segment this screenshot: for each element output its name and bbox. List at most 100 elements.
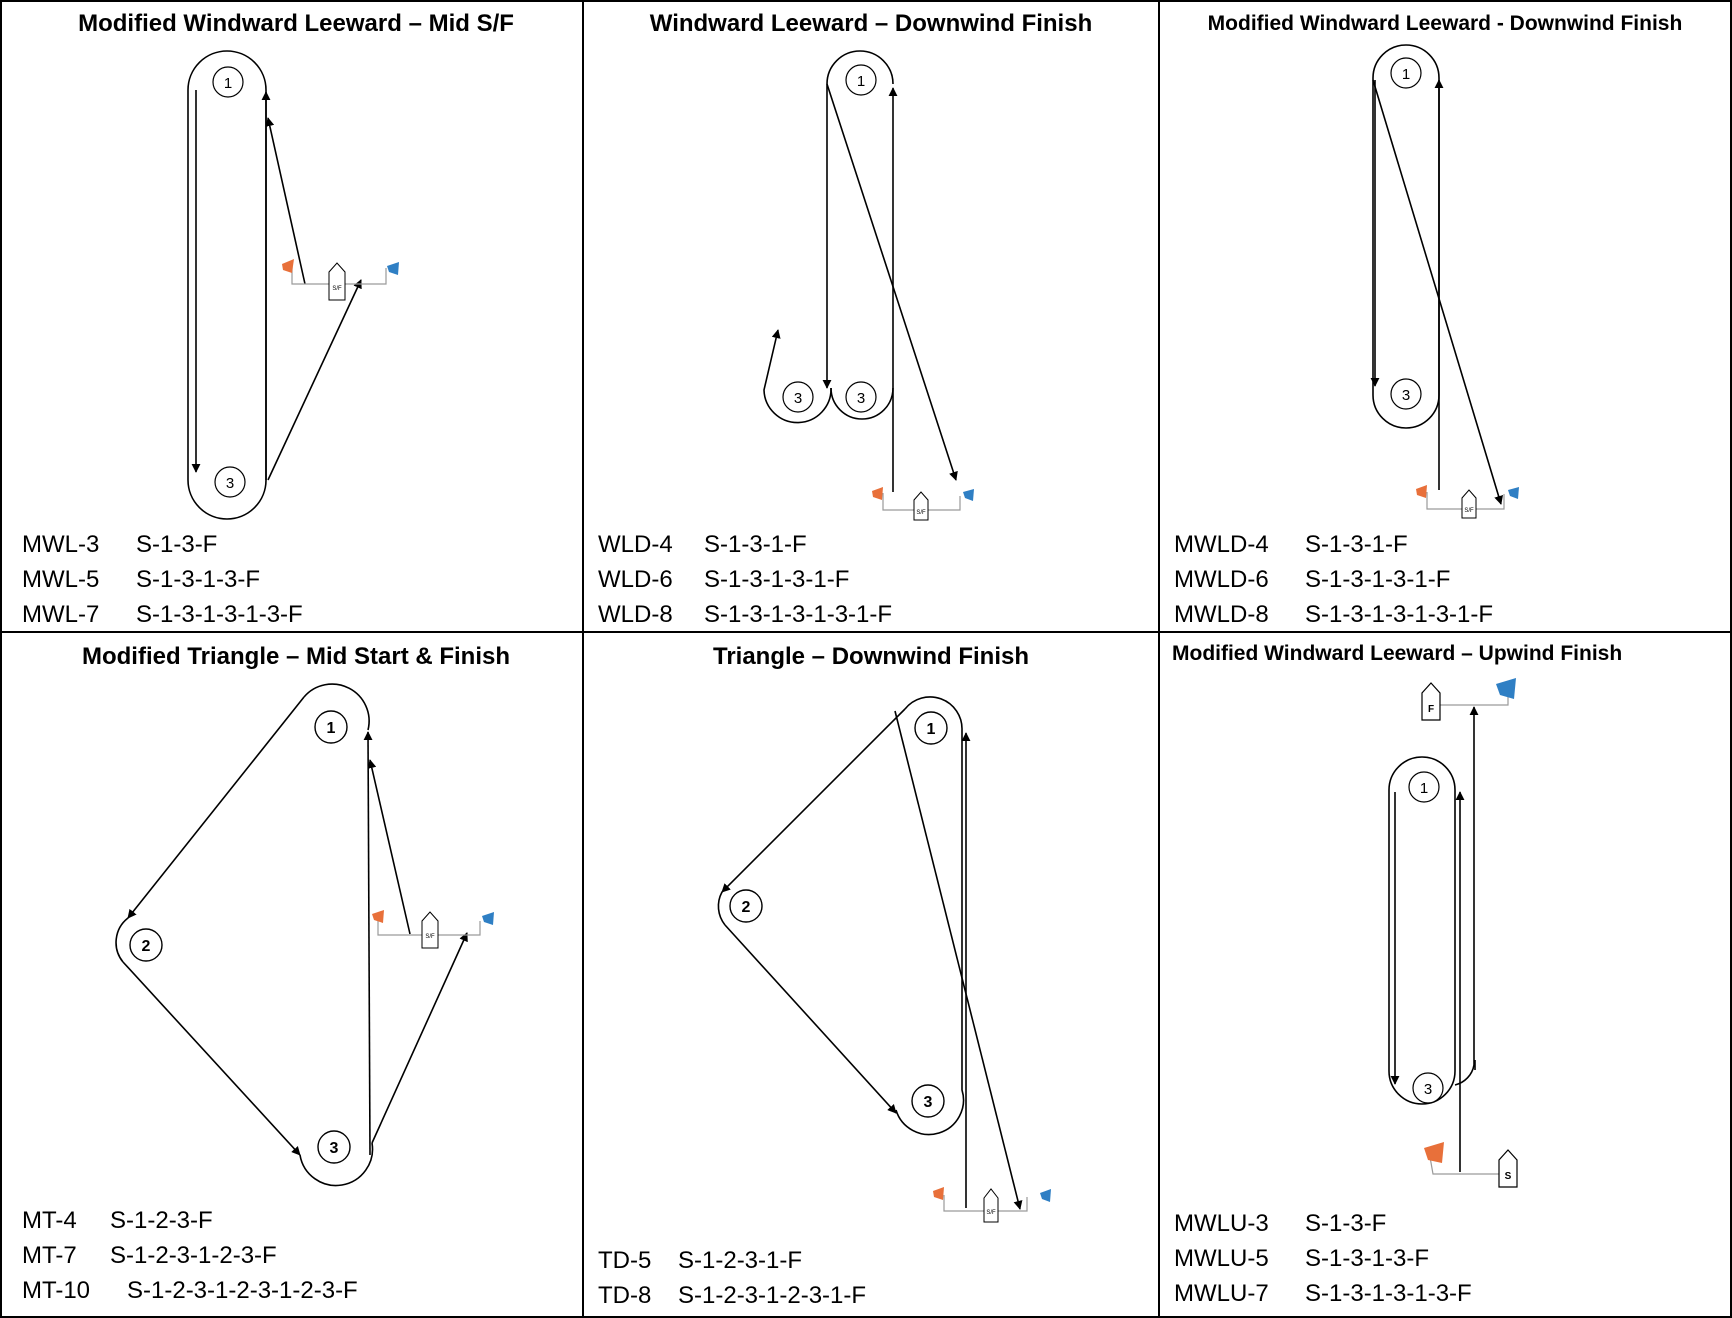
- orange-flag-icon: [933, 1187, 944, 1200]
- course-list: MWLU-3 S-1-3-F MWLU-5 S-1-3-1-3-F MWLU-7…: [1174, 1210, 1472, 1307]
- orange-flag-icon: [1424, 1142, 1444, 1163]
- rounding-mark-1: [303, 683, 370, 731]
- mark-3: 3: [911, 1084, 945, 1118]
- committee-boat-icon: S/F: [1461, 489, 1477, 519]
- mark-1: 1: [314, 710, 348, 744]
- committee-boat-icon: S/F: [913, 491, 929, 521]
- course-code: WLD-6: [598, 566, 673, 593]
- svg-text:2: 2: [142, 938, 151, 955]
- svg-text:1: 1: [1420, 780, 1428, 797]
- course-code: MWL-7: [22, 601, 99, 628]
- committee-boat-icon: F: [1421, 682, 1441, 721]
- mark-3: 3: [1390, 378, 1422, 410]
- course-sequence: S-1-3-1-3-1-3-1-F: [1305, 601, 1493, 628]
- course-code: MWLD-4: [1174, 531, 1269, 558]
- panel-title: Modified Windward Leeward - Downwind Fin…: [1208, 12, 1683, 35]
- course-leg-upwind: [363, 731, 373, 1156]
- course-sequence: S-1-2-3-1-2-3-1-F: [678, 1282, 866, 1309]
- course-loop: [187, 50, 267, 520]
- course-list: TD-5 S-1-2-3-1-F TD-8 S-1-2-3-1-2-3-1-F: [598, 1247, 866, 1309]
- course-sequence: S-1-2-3-1-F: [678, 1247, 802, 1274]
- svg-text:S/F: S/F: [916, 510, 926, 516]
- mark-3: 3: [317, 1130, 351, 1164]
- mark-1: 1: [914, 711, 948, 745]
- course-leg-finish: [371, 932, 468, 1144]
- svg-text:1: 1: [224, 75, 232, 92]
- course-code: MT-4: [22, 1207, 77, 1234]
- course-sequence: S-1-2-3-1-2-3-F: [110, 1242, 277, 1269]
- course-sequence: S-1-2-3-1-2-3-1-2-3-F: [127, 1277, 358, 1304]
- mark-1: 1: [1408, 771, 1440, 803]
- blue-flag-icon: [1040, 1189, 1051, 1202]
- course-list: WLD-4 S-1-3-1-F WLD-6 S-1-3-1-3-1-F WLD-…: [598, 531, 892, 628]
- panel-wld: Windward Leeward – Downwind Finish 1 3 3: [598, 10, 1092, 628]
- rounding-mark-1: [895, 696, 965, 1136]
- start-finish-line: S/F: [933, 1187, 1051, 1223]
- orange-flag-icon: [372, 910, 384, 923]
- svg-text:S: S: [1505, 1171, 1512, 1182]
- course-code: TD-5: [598, 1247, 651, 1274]
- course-leg-1-2: [127, 696, 305, 919]
- orange-flag-icon: [282, 259, 294, 273]
- course-sequence: S-1-3-F: [1305, 1210, 1386, 1237]
- course-leg-start: [367, 759, 411, 935]
- course-code: MWL-3: [22, 531, 99, 558]
- svg-text:S/F: S/F: [425, 934, 435, 940]
- svg-text:3: 3: [794, 390, 802, 407]
- course-leg-finish: [826, 83, 958, 481]
- start-finish-line: S/F: [1416, 485, 1519, 519]
- mark-1: 1: [845, 64, 877, 96]
- committee-boat-icon: S/F: [421, 911, 439, 949]
- finish-line: F: [1421, 678, 1516, 721]
- course-code: WLD-8: [598, 601, 673, 628]
- course-sequence: S-1-3-1-3-F: [1305, 1245, 1429, 1272]
- panel-mt: Modified Triangle – Mid Start & Finish 1…: [22, 643, 510, 1304]
- mark-3: 3: [1412, 1072, 1444, 1104]
- svg-text:3: 3: [857, 390, 865, 407]
- course-leg-1-2: [721, 708, 906, 893]
- blue-flag-icon: [482, 912, 494, 925]
- blue-flag-icon: [963, 489, 974, 501]
- rounding-mark-2: [717, 891, 726, 926]
- course-leg-start: [265, 117, 306, 285]
- mark-3: 3: [845, 381, 877, 413]
- svg-text:3: 3: [330, 1140, 339, 1157]
- mark-3: 3: [782, 381, 814, 413]
- panel-title: Triangle – Downwind Finish: [713, 643, 1029, 670]
- mark-2: 2: [729, 889, 763, 923]
- svg-text:3: 3: [1402, 387, 1410, 404]
- course-code: MWLD-8: [1174, 601, 1269, 628]
- svg-text:1: 1: [1402, 66, 1410, 83]
- start-finish-line: S/F: [872, 487, 974, 521]
- course-leg-2-3: [122, 961, 301, 1156]
- svg-text:S/F: S/F: [986, 1210, 996, 1216]
- svg-text:1: 1: [927, 721, 936, 738]
- course-sequence: S-1-3-F: [136, 531, 217, 558]
- course-code: MT-10: [22, 1277, 90, 1304]
- mark-1: 1: [212, 66, 244, 98]
- rounding-mark-3: [299, 1142, 374, 1187]
- rounding-mark-3: [1454, 1064, 1475, 1086]
- svg-text:S/F: S/F: [1464, 508, 1474, 514]
- rounding-mark-2: [115, 917, 129, 963]
- panel-title: Modified Windward Leeward – Mid S/F: [78, 10, 514, 37]
- course-sequence: S-1-2-3-F: [110, 1207, 213, 1234]
- blue-flag-icon: [1508, 487, 1519, 499]
- svg-text:3: 3: [924, 1094, 933, 1111]
- course-sequence: S-1-3-1-3-F: [136, 566, 260, 593]
- panel-title: Modified Windward Leeward – Upwind Finis…: [1172, 642, 1622, 665]
- course-sequence: S-1-3-1-3-1-3-1-F: [704, 601, 892, 628]
- blue-flag-icon: [1496, 678, 1516, 699]
- start-finish-line: S/F: [372, 910, 494, 949]
- course-sequence: S-1-3-1-3-1-3-F: [136, 601, 303, 628]
- course-list: MT-4 S-1-2-3-F MT-7 S-1-2-3-1-2-3-F MT-1…: [22, 1207, 358, 1304]
- course-loop: [826, 50, 894, 85]
- course-code: MWLU-7: [1174, 1280, 1269, 1307]
- course-code: MWLU-5: [1174, 1245, 1269, 1272]
- course-leg-finish: [894, 710, 1023, 1210]
- course-code: WLD-4: [598, 531, 673, 558]
- course-sequence: S-1-3-1-F: [704, 531, 807, 558]
- course-loop: [1388, 756, 1456, 1105]
- start-finish-line: S/F: [282, 259, 399, 301]
